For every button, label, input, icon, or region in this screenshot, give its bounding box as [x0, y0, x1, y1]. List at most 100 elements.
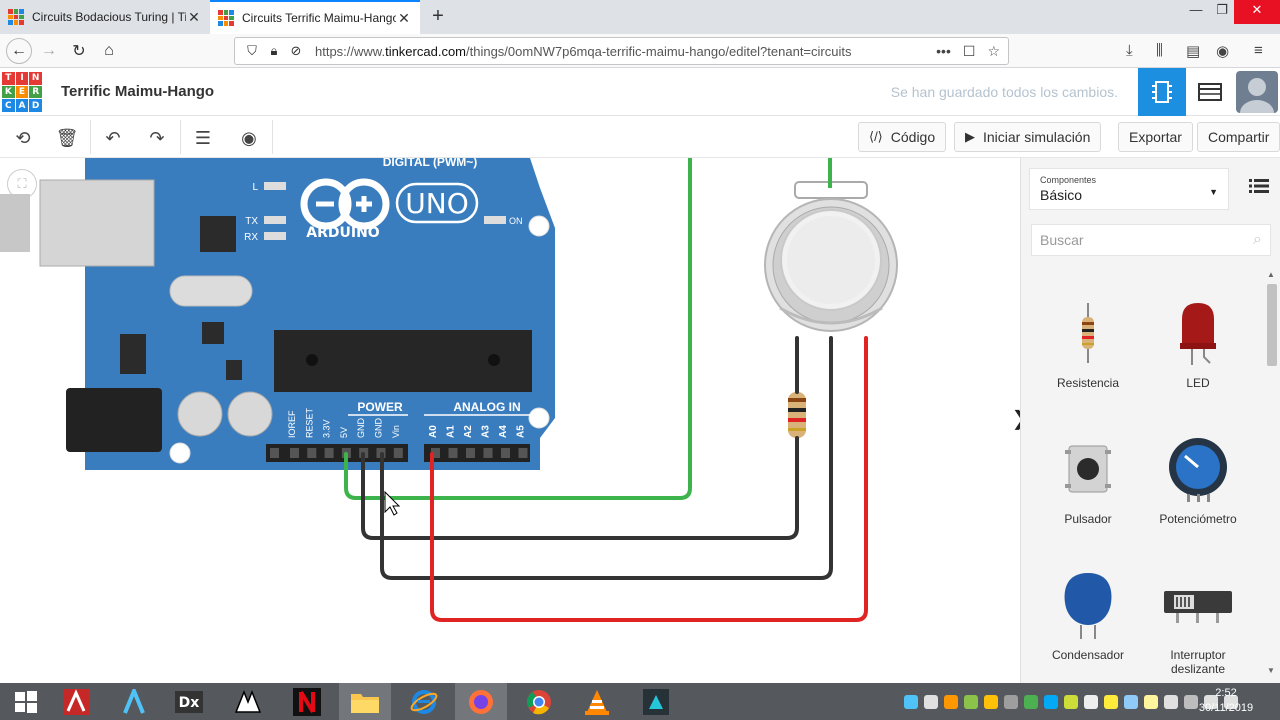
account-icon[interactable]: ◉	[1216, 43, 1230, 60]
component-slide-switch[interactable]: Interruptor deslizante	[1143, 562, 1253, 676]
component-search[interactable]: ⌕	[1031, 224, 1271, 256]
browser-tab-active[interactable]: Circuits Terrific Maimu-Hango ✕	[210, 0, 420, 34]
pin-hole[interactable]	[518, 448, 528, 458]
component-list-button[interactable]	[1186, 68, 1234, 116]
pin-hole[interactable]	[501, 448, 510, 458]
browser-tab-inactive[interactable]: Circuits Bodacious Turing | Tin ✕	[0, 0, 210, 34]
pin-hole[interactable]	[483, 448, 493, 458]
sidebar-icon[interactable]: ▤	[1186, 43, 1201, 60]
scroll-down-icon[interactable]: ▼	[1267, 666, 1275, 675]
pin-hole[interactable]	[270, 448, 279, 458]
battery-icon[interactable]	[1184, 694, 1198, 709]
trash-icon[interactable]: 🗑︎	[55, 127, 79, 148]
pocket-icon[interactable]: ☐	[962, 42, 976, 59]
windows-start-icon[interactable]	[0, 683, 52, 720]
bookmark-star-icon[interactable]: ☆	[987, 42, 1000, 59]
firefox-icon[interactable]	[455, 683, 507, 720]
black-wire-1[interactable]	[361, 336, 799, 540]
tray-app-icon[interactable]	[1124, 694, 1138, 709]
tray-app-icon[interactable]	[1044, 694, 1058, 709]
tray-app-icon[interactable]	[904, 694, 918, 709]
permissions-icon[interactable]: ⊘	[290, 43, 302, 58]
pin-hole[interactable]	[431, 448, 440, 458]
red-wire[interactable]	[430, 336, 868, 622]
rotate-icon[interactable]: ⟲	[15, 127, 31, 148]
volume-icon[interactable]	[1224, 694, 1238, 709]
tray-cloud-icon[interactable]	[924, 694, 938, 709]
netflix-icon[interactable]	[281, 683, 333, 720]
tray-app-icon[interactable]	[964, 694, 978, 709]
inkscape-icon[interactable]	[222, 683, 274, 720]
arc-app-icon[interactable]	[108, 683, 160, 720]
tray-app-icon[interactable]	[1164, 694, 1178, 709]
file-explorer-icon[interactable]	[339, 683, 391, 720]
black-wire-2[interactable]	[380, 336, 833, 580]
resistor-component[interactable]	[788, 392, 806, 438]
chevron-right-icon[interactable]: ❯	[1010, 406, 1020, 436]
pin-hole[interactable]	[393, 448, 403, 458]
eye-icon[interactable]: ◉	[241, 127, 257, 148]
share-button[interactable]: Compartir	[1197, 122, 1280, 152]
tray-app-icon[interactable]	[1084, 694, 1098, 709]
tray-app-icon[interactable]	[1064, 694, 1078, 709]
power-header[interactable]	[266, 444, 408, 462]
scroll-up-icon[interactable]: ▲	[1267, 270, 1275, 279]
tray-app-icon[interactable]	[1104, 694, 1118, 709]
notes-icon[interactable]: ☰	[194, 127, 212, 148]
start-simulation-button[interactable]: ▶ Iniciar simulación	[954, 122, 1102, 152]
redo-icon[interactable]: ↷	[149, 127, 165, 148]
page-actions-icon[interactable]: •••	[936, 42, 951, 59]
minimize-icon[interactable]: —	[1189, 2, 1203, 17]
component-led[interactable]: LED	[1143, 290, 1253, 390]
code-button[interactable]: ⟨/⟩ Código	[858, 122, 947, 152]
shield-icon[interactable]: ⛉	[247, 43, 257, 58]
menu-hamburger-icon[interactable]: ≡	[1254, 42, 1263, 59]
panel-scrollbar[interactable]: ▲ ▼	[1265, 270, 1277, 678]
chrome-icon[interactable]	[513, 683, 565, 720]
pin-hole[interactable]	[290, 448, 299, 458]
pin-hole[interactable]	[466, 448, 475, 458]
restore-icon[interactable]: ❐	[1216, 2, 1228, 17]
dx-app-icon[interactable]: Dx	[163, 683, 215, 720]
component-resistor[interactable]: Resistencia	[1033, 290, 1143, 390]
tray-app-icon[interactable]	[1144, 694, 1158, 709]
url-text[interactable]: https://www.tinkercad.com/things/0omNW7p…	[315, 43, 852, 59]
tab-close-icon[interactable]: ✕	[188, 8, 200, 25]
taskbar-clock[interactable]: 2:52 30/11/2019	[1196, 686, 1256, 716]
green-wire[interactable]	[344, 158, 692, 500]
window-close-icon[interactable]: ✕	[1234, 0, 1280, 24]
pin-hole[interactable]	[307, 448, 317, 458]
list-view-icon[interactable]	[1249, 178, 1269, 196]
internet-explorer-icon[interactable]	[398, 683, 450, 720]
tray-app-icon[interactable]	[1004, 694, 1018, 709]
download-icon[interactable]: ⤓	[1126, 42, 1133, 59]
forward-arrow-icon[interactable]: →	[41, 42, 57, 59]
user-avatar[interactable]	[1236, 71, 1278, 113]
tray-app-icon[interactable]	[984, 694, 998, 709]
home-icon[interactable]: ⌂	[104, 42, 114, 59]
component-capacitor[interactable]: Condensador	[1033, 562, 1143, 662]
pin-hole[interactable]	[324, 448, 334, 458]
tray-app-icon[interactable]	[1024, 694, 1038, 709]
export-button[interactable]: Exportar	[1118, 122, 1193, 152]
wires[interactable]	[344, 158, 868, 622]
tab-close-icon[interactable]: ✕	[398, 9, 410, 26]
autocad-icon[interactable]	[50, 683, 102, 720]
project-title[interactable]: Terrific Maimu-Hango	[61, 83, 215, 100]
undo-icon[interactable]: ↶	[105, 127, 121, 148]
library-icon[interactable]: ⫼	[1156, 42, 1163, 59]
gas-sensor[interactable]	[764, 158, 898, 332]
tray-app-icon[interactable]	[944, 694, 958, 709]
component-potentiometer[interactable]: Potenciómetro	[1143, 426, 1253, 526]
search-input[interactable]	[1040, 232, 1254, 248]
pin-hole[interactable]	[448, 448, 458, 458]
scroll-thumb[interactable]	[1267, 284, 1277, 366]
circuit-canvas[interactable]: ⛶	[0, 158, 1020, 683]
arduino-uno-board[interactable]: UNO ARDUINO DIGITAL (PWM~) L TX RX ON PO…	[0, 158, 555, 470]
new-tab-button[interactable]: +	[432, 5, 444, 27]
filmora-icon[interactable]	[630, 683, 682, 720]
components-dropdown[interactable]: Componentes Básico ▼	[1029, 168, 1229, 210]
reload-icon[interactable]: ↻	[72, 43, 86, 60]
lock-icon[interactable]: 🔒︎	[270, 43, 278, 58]
